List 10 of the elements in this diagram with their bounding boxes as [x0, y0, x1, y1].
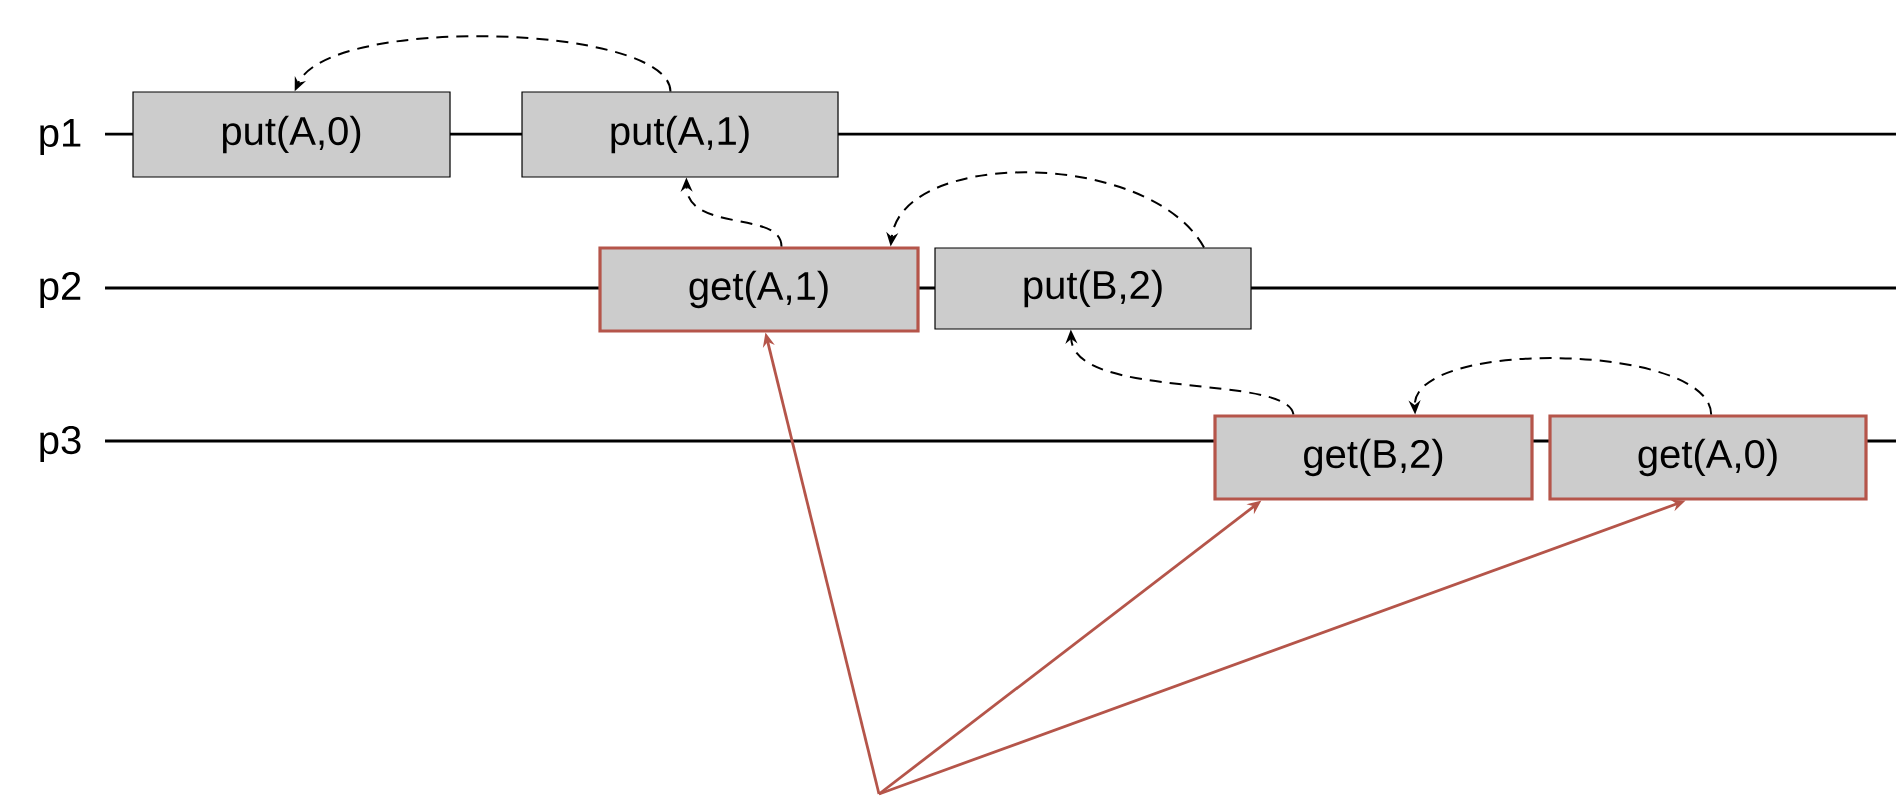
operation-box: put(A,1)	[521, 91, 839, 178]
operation-box: put(A,0)	[132, 91, 451, 178]
arrow	[294, 35, 672, 93]
process-label: p1	[40, 119, 81, 155]
process-label: p2	[40, 271, 81, 309]
operation-box: put(B,2)	[934, 247, 1252, 330]
operation-box: get(A,1)	[598, 246, 920, 333]
operation-box: get(B,2)	[1213, 414, 1534, 501]
process-label: p3	[40, 425, 81, 463]
operation-box: get(A,0)	[1548, 414, 1868, 501]
